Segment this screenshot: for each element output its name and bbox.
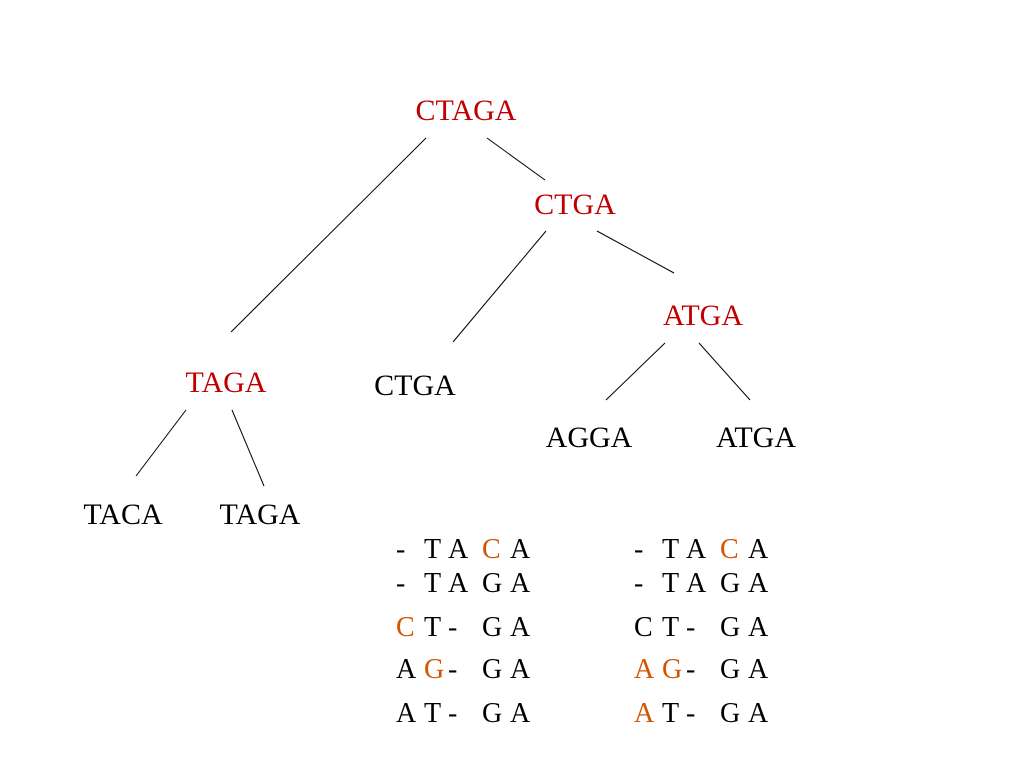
alignment-cell: T [424, 568, 442, 599]
alignment-cell: A [634, 654, 655, 685]
alignment-cell: A [748, 698, 769, 729]
alignment-cell: T [424, 612, 442, 643]
alignment-cell: T [662, 612, 680, 643]
alignment-cell: C [634, 612, 653, 643]
alignment-cell: - [396, 568, 406, 599]
alignment-cell: G [482, 698, 503, 729]
alignment-cell: A [510, 534, 531, 565]
alignment-cell: A [396, 654, 417, 685]
alignment-cell: A [448, 568, 469, 599]
alignment-cell: - [686, 698, 696, 729]
alignment-cell: - [448, 654, 458, 685]
alignment-cell: A [510, 654, 531, 685]
tree-edge-n1-l_ctga [452, 230, 547, 343]
alignment-cell: - [448, 612, 458, 643]
alignment-cell: A [748, 612, 769, 643]
alignment-cell: - [686, 612, 696, 643]
alignment-cell: A [448, 534, 469, 565]
alignment-cell: G [720, 612, 741, 643]
alignment-cell: G [720, 568, 741, 599]
alignment-cell: G [720, 654, 741, 685]
leaf-node-l_ctga: CTGA [374, 369, 456, 402]
alignment-cell: A [686, 568, 707, 599]
alignment-cell: A [748, 568, 769, 599]
alignment-cell: A [396, 698, 417, 729]
tree-edge-root-n3 [230, 137, 427, 333]
alignment-cell: A [634, 698, 655, 729]
alignment-cell: G [482, 612, 503, 643]
alignment-cell: A [748, 654, 769, 685]
tree-edge-n2-l_atga [698, 342, 751, 401]
alignment-cell: A [510, 698, 531, 729]
alignment-cell: A [510, 568, 531, 599]
tree-edge-root-n1 [486, 137, 546, 181]
alignment-cell: T [424, 698, 442, 729]
leaf-node-l_taca: TACA [83, 498, 163, 531]
ancestral-node-n2: ATGA [663, 299, 743, 332]
alignment-cell: G [720, 698, 741, 729]
alignment-cell: T [662, 534, 680, 565]
leaf-node-l_taga: TAGA [219, 498, 301, 531]
tree-edge-n3-l_taga [231, 409, 265, 487]
alignment-cell: T [662, 568, 680, 599]
alignment-cell: C [396, 612, 415, 643]
tree-edge-n1-n2 [596, 230, 675, 274]
alignment-cell: C [482, 534, 501, 565]
alignment-cell: G [482, 568, 503, 599]
alignment-cell: C [720, 534, 739, 565]
alignment-cell: - [396, 534, 406, 565]
alignment-cell: A [748, 534, 769, 565]
alignment-cell: - [634, 534, 644, 565]
tree-edge-n3-l_taca [135, 409, 187, 477]
alignment-cell: G [424, 654, 445, 685]
alignment-cell: - [634, 568, 644, 599]
leaf-node-l_agga: AGGA [545, 421, 633, 454]
alignment-cell: A [510, 612, 531, 643]
leaf-node-l_atga: ATGA [716, 421, 796, 454]
alignment-cell: T [662, 698, 680, 729]
tree-edge-n2-l_agga [605, 342, 666, 401]
alignment-cell: - [686, 654, 696, 685]
alignment-cell: T [424, 534, 442, 565]
ancestral-node-n3: TAGA [185, 366, 267, 399]
alignment-cell: A [686, 534, 707, 565]
alignment-cell: G [482, 654, 503, 685]
alignment-cell: G [662, 654, 683, 685]
ancestral-node-root: CTAGA [415, 94, 517, 127]
ancestral-node-n1: CTGA [534, 188, 616, 221]
alignment-cell: - [448, 698, 458, 729]
